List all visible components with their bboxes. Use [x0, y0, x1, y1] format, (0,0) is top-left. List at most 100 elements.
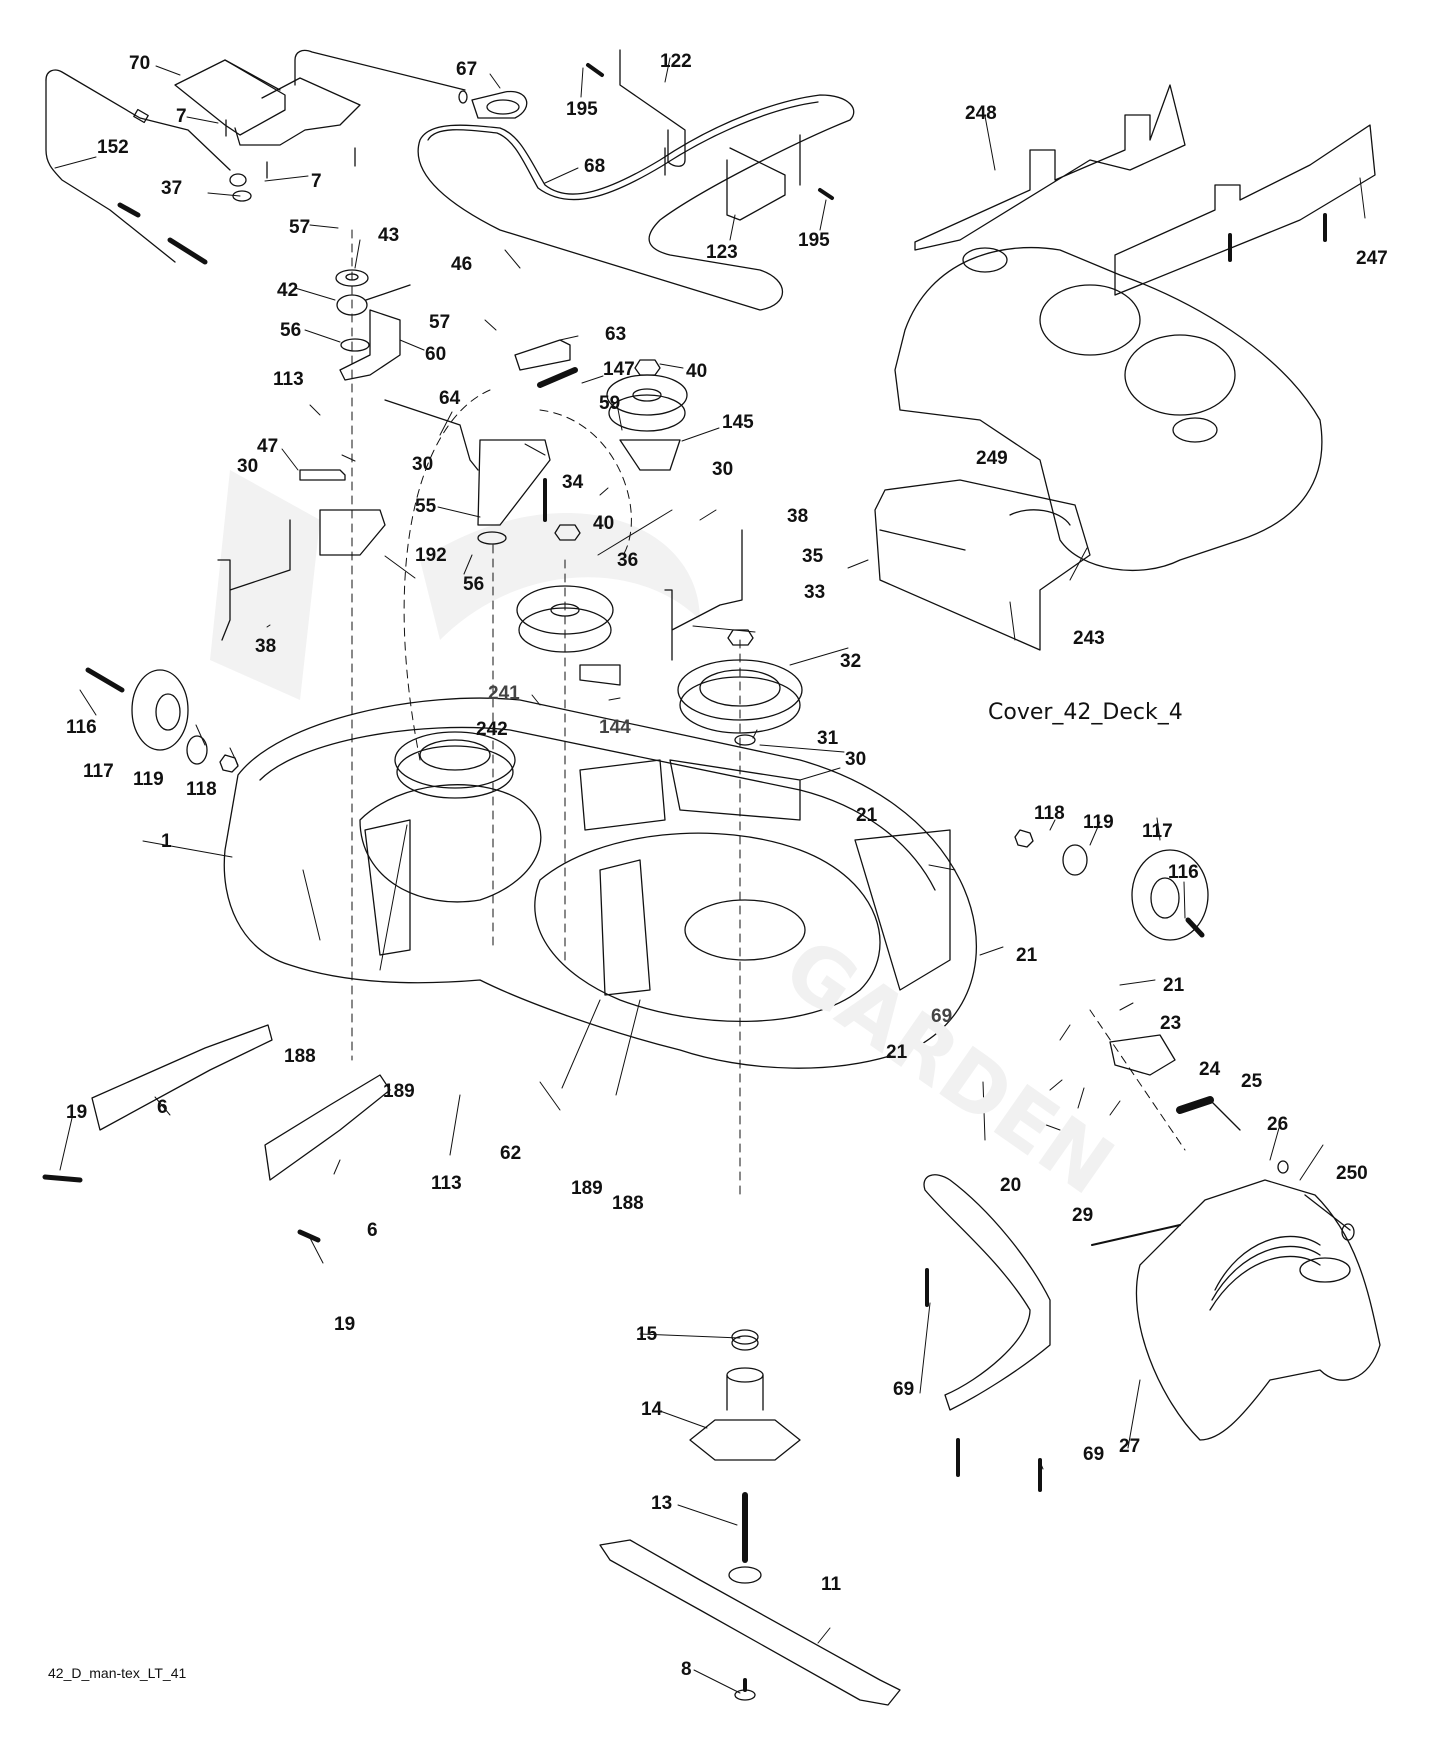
callout-32[interactable]: 32	[840, 651, 862, 672]
callout-248[interactable]: 248	[965, 103, 997, 124]
part-152-cable	[45, 69, 247, 265]
part-116-bolt-right	[1185, 917, 1205, 938]
callout-118[interactable]: 118	[186, 779, 217, 800]
callout-21[interactable]: 21	[1163, 975, 1185, 996]
part-1-deck	[223, 697, 977, 1069]
part-195-screws	[586, 63, 834, 200]
callout-30[interactable]: 30	[712, 459, 734, 480]
callout-37[interactable]: 37	[161, 178, 183, 199]
callout-116[interactable]: 116	[1168, 862, 1199, 883]
callout-40[interactable]: 40	[686, 361, 708, 382]
callout-24[interactable]: 24	[1199, 1059, 1221, 1080]
callout-56[interactable]: 56	[280, 320, 302, 341]
callout-189[interactable]: 189	[383, 1081, 415, 1102]
callout-30[interactable]: 30	[237, 456, 259, 477]
callout-249[interactable]: 249	[976, 448, 1008, 469]
callout-40[interactable]: 40	[593, 513, 615, 534]
callout-35[interactable]: 35	[802, 546, 824, 567]
callout-69[interactable]: 69	[893, 1379, 915, 1400]
part-118-nut-right	[1014, 829, 1034, 848]
part-250-link	[1304, 1194, 1355, 1241]
callout-118[interactable]: 118	[1034, 803, 1065, 824]
callout-117[interactable]: 117	[1142, 821, 1173, 842]
callout-15[interactable]: 15	[636, 1324, 658, 1345]
callout-21[interactable]: 21	[1016, 945, 1038, 966]
callout-11[interactable]: 11	[821, 1574, 842, 1595]
callout-8[interactable]: 8	[681, 1659, 692, 1680]
callout-33[interactable]: 33	[804, 582, 826, 603]
callout-6[interactable]: 6	[157, 1097, 168, 1118]
callout-19[interactable]: 19	[66, 1102, 88, 1123]
callout-31[interactable]: 31	[817, 728, 839, 749]
callout-1[interactable]: 1	[161, 831, 172, 852]
callout-20[interactable]: 20	[1000, 1175, 1022, 1196]
part-26-washer	[1277, 1160, 1289, 1174]
callout-19[interactable]: 19	[334, 1314, 356, 1335]
callout-145[interactable]: 145	[722, 412, 754, 433]
callout-144[interactable]: 144	[599, 717, 631, 738]
callout-69[interactable]: 69	[1083, 1444, 1105, 1465]
callout-14[interactable]: 14	[641, 1399, 663, 1420]
part-19-bolts	[42, 1174, 321, 1243]
callout-241[interactable]: 241	[488, 683, 520, 704]
callout-195[interactable]: 195	[566, 99, 598, 120]
callout-247[interactable]: 247	[1356, 248, 1388, 269]
callout-189[interactable]: 189	[571, 1178, 603, 1199]
callout-21[interactable]: 21	[856, 805, 878, 826]
callout-123[interactable]: 123	[706, 242, 738, 263]
callout-21[interactable]: 21	[886, 1042, 908, 1063]
callout-62[interactable]: 62	[500, 1143, 522, 1164]
callout-119[interactable]: 119	[1083, 812, 1114, 833]
callout-122[interactable]: 122	[660, 51, 692, 72]
callout-55[interactable]: 55	[415, 496, 437, 517]
callout-195[interactable]: 195	[798, 230, 830, 251]
callout-242[interactable]: 242	[476, 719, 508, 740]
callout-30[interactable]: 30	[412, 454, 434, 475]
callout-57[interactable]: 57	[429, 312, 451, 333]
callout-46[interactable]: 46	[451, 254, 473, 275]
callout-188[interactable]: 188	[612, 1193, 644, 1214]
callout-70[interactable]: 70	[129, 53, 151, 74]
callout-57[interactable]: 57	[289, 217, 311, 238]
callout-23[interactable]: 23	[1160, 1013, 1182, 1034]
callout-64[interactable]: 64	[439, 388, 461, 409]
callout-63[interactable]: 63	[605, 324, 627, 345]
callout-26[interactable]: 26	[1267, 1114, 1289, 1135]
part-23-bracket	[1109, 1034, 1176, 1076]
callout-119[interactable]: 119	[133, 769, 164, 790]
callout-36[interactable]: 36	[617, 550, 639, 571]
callout-113[interactable]: 113	[273, 369, 304, 390]
callout-68[interactable]: 68	[584, 156, 606, 177]
callout-38[interactable]: 38	[787, 506, 809, 527]
callout-69[interactable]: 69	[931, 1006, 953, 1027]
callout-192[interactable]: 192	[415, 545, 447, 566]
callout-7[interactable]: 7	[176, 106, 187, 127]
callout-42[interactable]: 42	[277, 280, 299, 301]
part-15-bearing	[731, 1329, 759, 1351]
part-40-nut-a	[634, 359, 661, 376]
callout-60[interactable]: 60	[425, 344, 447, 365]
callout-188[interactable]: 188	[284, 1046, 316, 1067]
callout-29[interactable]: 29	[1072, 1205, 1094, 1226]
callout-152[interactable]: 152	[97, 137, 129, 158]
callout-25[interactable]: 25	[1241, 1071, 1263, 1092]
callout-27[interactable]: 27	[1119, 1436, 1141, 1457]
callout-43[interactable]: 43	[378, 225, 400, 246]
callout-117[interactable]: 117	[83, 761, 114, 782]
callout-30[interactable]: 30	[845, 749, 867, 770]
callout-34[interactable]: 34	[562, 472, 584, 493]
callout-67[interactable]: 67	[456, 59, 478, 80]
callout-6[interactable]: 6	[367, 1220, 378, 1241]
callout-47[interactable]: 47	[257, 436, 279, 457]
callout-59[interactable]: 59	[599, 393, 621, 414]
callout-116[interactable]: 116	[66, 717, 97, 738]
part-33-nut	[727, 629, 754, 646]
callout-38[interactable]: 38	[255, 636, 277, 657]
callout-7[interactable]: 7	[311, 171, 322, 192]
callout-250[interactable]: 250	[1336, 1163, 1368, 1184]
callout-113[interactable]: 113	[431, 1173, 462, 1194]
callout-243[interactable]: 243	[1073, 628, 1105, 649]
callout-13[interactable]: 13	[651, 1493, 673, 1514]
callout-56[interactable]: 56	[463, 574, 485, 595]
callout-147[interactable]: 147	[603, 359, 635, 380]
